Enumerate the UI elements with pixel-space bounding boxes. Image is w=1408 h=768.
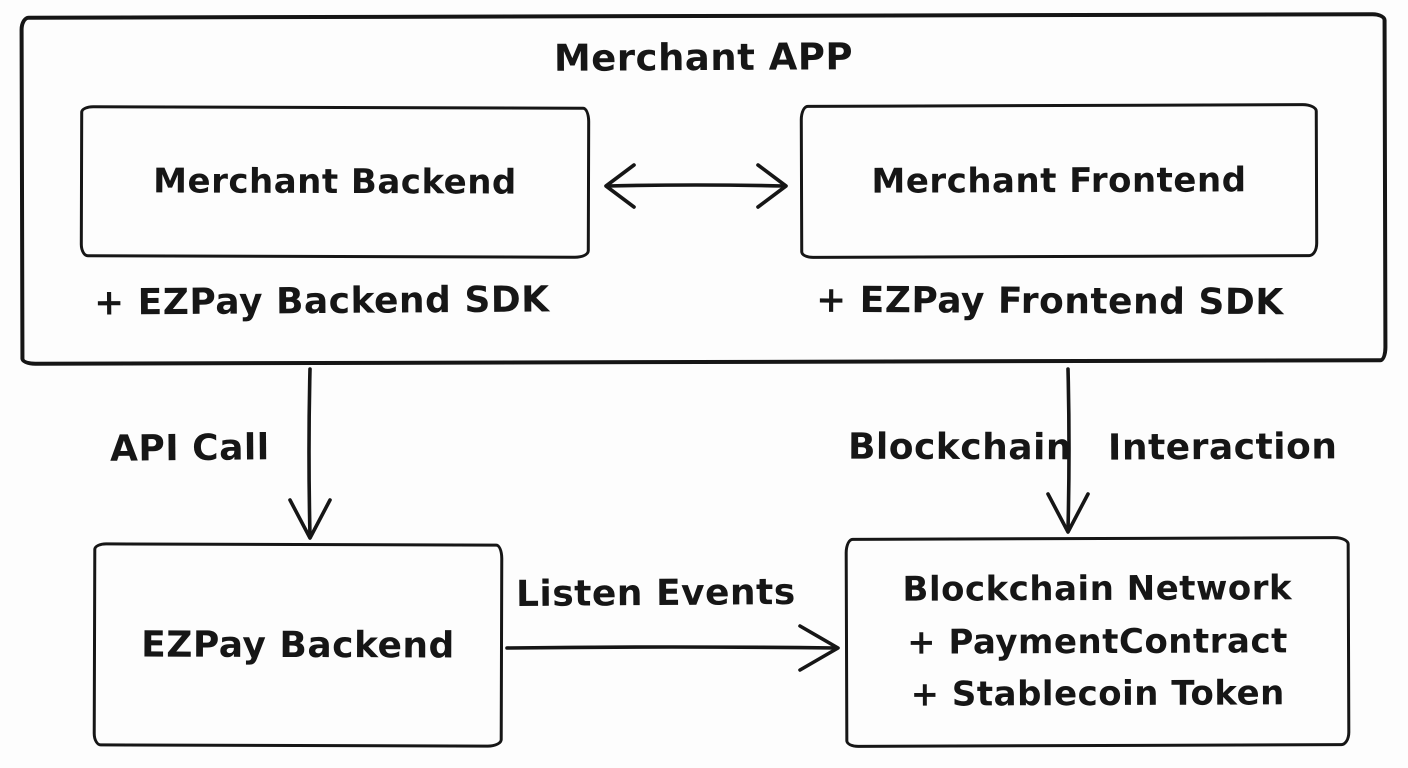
blockchain-interaction-label-left: Blockchain xyxy=(847,426,1073,469)
merchant-backend-box: Merchant Backend xyxy=(79,105,591,259)
listen-events-arrow-icon xyxy=(505,624,840,672)
blockchain-interaction-label-right: Interaction xyxy=(1107,426,1338,469)
merchant-backend-label: Merchant Backend xyxy=(153,161,517,203)
ezpay-backend-label: EZPay Backend xyxy=(141,624,455,666)
payment-contract-item: + PaymentContract xyxy=(907,621,1288,663)
merchant-frontend-label: Merchant Frontend xyxy=(871,160,1247,202)
api-call-label: API Call xyxy=(109,427,270,470)
ezpay-backend-sdk-note: + EZPay Backend SDK xyxy=(93,279,550,324)
bidirectional-arrow-icon xyxy=(604,163,788,209)
blockchain-interaction-arrow-icon xyxy=(1046,367,1090,534)
merchant-frontend-box: Merchant Frontend xyxy=(799,103,1319,259)
blockchain-network-title: Blockchain Network xyxy=(902,568,1293,610)
merchant-app-title: Merchant APP xyxy=(553,35,854,80)
blockchain-network-box: Blockchain Network + PaymentContract + S… xyxy=(844,536,1351,748)
stablecoin-token-item: + Stablecoin Token xyxy=(910,673,1285,715)
ezpay-backend-box: EZPay Backend xyxy=(92,542,504,748)
api-call-arrow-icon xyxy=(288,367,332,540)
ezpay-frontend-sdk-note: + EZPay Frontend SDK xyxy=(815,279,1284,324)
listen-events-label: Listen Events xyxy=(515,572,796,615)
